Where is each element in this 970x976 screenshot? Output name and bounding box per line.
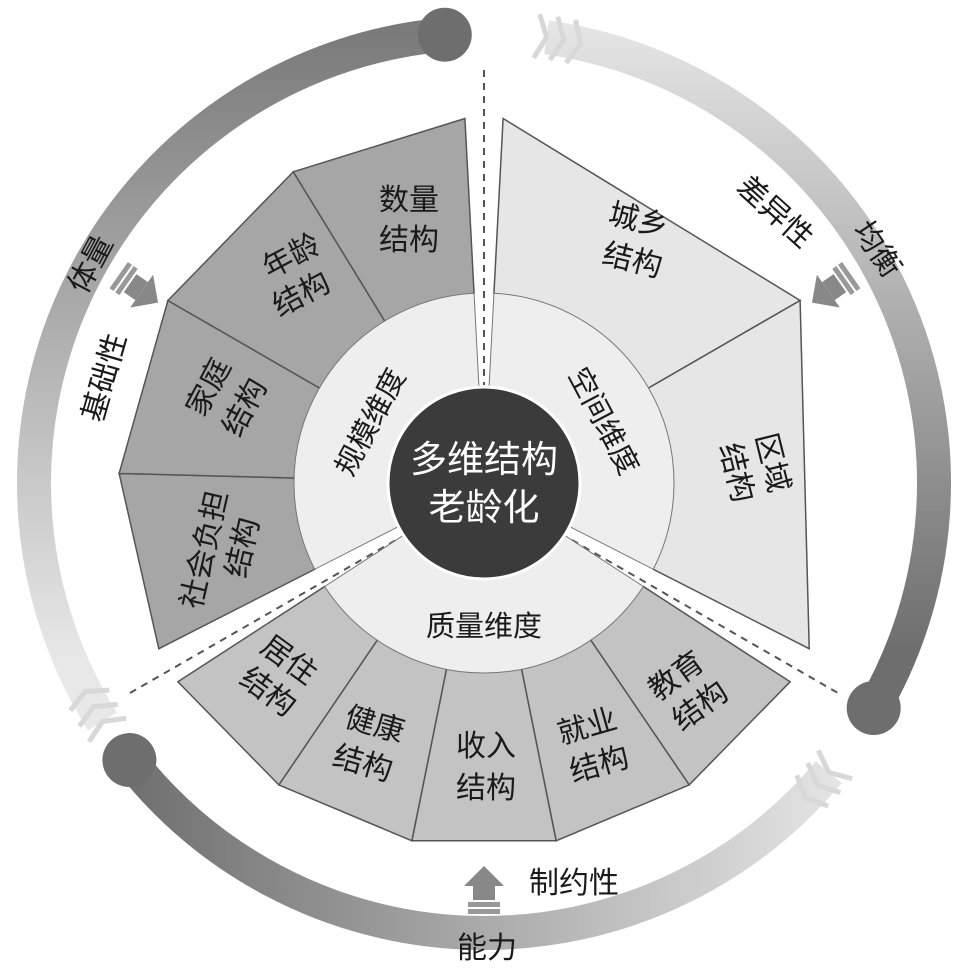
arc-bottom-head <box>102 733 157 788</box>
center-title-line1: 多维结构 <box>410 438 558 481</box>
arc-right <box>544 20 951 717</box>
segment-label-quantity-2: 结构 <box>379 223 439 258</box>
arc-right-chevron <box>564 19 584 65</box>
arc-left-chevron <box>86 715 127 743</box>
outer-label-foundational: 基础性 <box>76 330 134 426</box>
outer-label-constraint: 制约性 <box>529 866 619 901</box>
arc-bottom-chevron <box>816 749 853 782</box>
arc-right-head <box>846 681 901 735</box>
outer-arcs <box>17 7 951 950</box>
arc-left-head <box>417 7 472 62</box>
sector-group <box>118 117 810 842</box>
center-title-line2: 老龄化 <box>429 486 540 529</box>
arrow-left-icon <box>109 261 159 308</box>
center-group: 多维结构 老龄化 <box>386 385 582 581</box>
segment-label-quantity-1: 数量 <box>379 183 439 218</box>
segment-label-income-1: 收入 <box>456 729 516 764</box>
arc-bottom-chevron <box>805 762 842 796</box>
arc-right-chevron <box>547 16 567 62</box>
arc-left <box>17 17 447 731</box>
center-circle <box>386 385 582 581</box>
arrow-bottom-icon <box>464 866 504 914</box>
arc-right-chevron <box>531 13 550 60</box>
dimension-label-quality: 质量维度 <box>426 609 542 643</box>
arc-bottom <box>116 749 842 950</box>
arc-left-chevron <box>77 701 118 728</box>
arc-bottom-chevron <box>794 774 830 809</box>
inner-ring-group <box>293 292 675 674</box>
arc-left-chevron <box>68 687 110 713</box>
outer-label-capability: 能力 <box>457 931 517 966</box>
separator-lines <box>129 70 839 694</box>
arrow-right-icon <box>811 261 861 308</box>
segment-label-income-2: 结构 <box>456 771 516 806</box>
inward-arrows <box>109 261 861 914</box>
